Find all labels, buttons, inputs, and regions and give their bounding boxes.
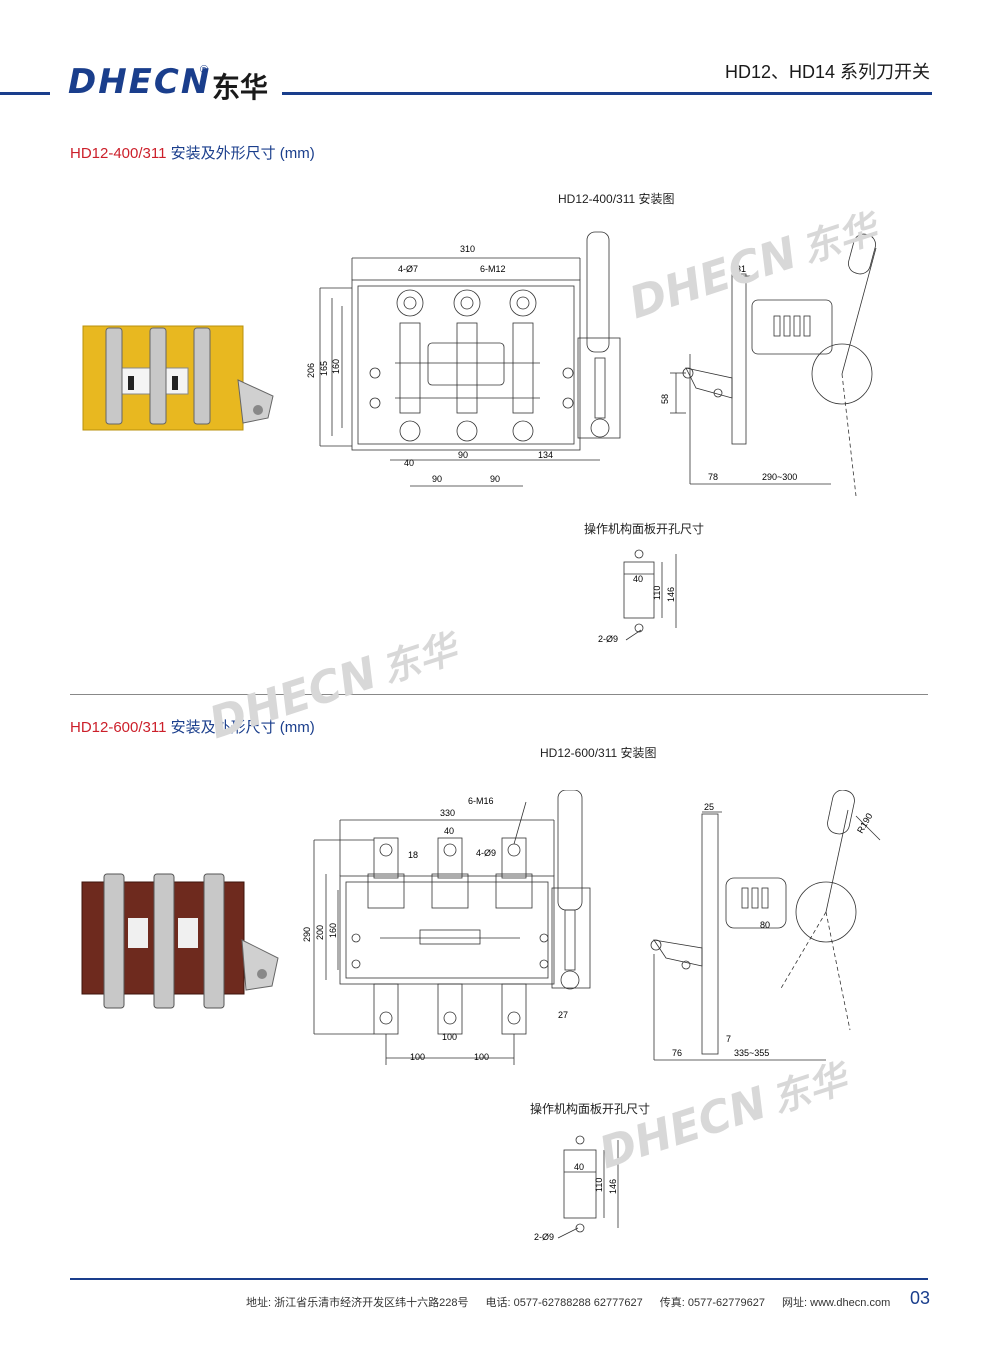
dim-100a: 100 — [410, 1052, 425, 1062]
dim-bolt-m16: 6-M16 — [468, 796, 494, 806]
product-photo-600 — [81, 873, 279, 1009]
dim-c90b: 90 — [490, 474, 500, 484]
dim-c90a: 90 — [432, 474, 442, 484]
panel-dim-40: 40 — [633, 574, 643, 584]
section2-title-rest: 安装及外形尺寸 (mm) — [166, 719, 315, 736]
section2-model: HD12-600/311 — [70, 719, 167, 736]
product-photo-400 — [82, 325, 274, 431]
brand-logo: DHECN — [68, 62, 212, 102]
dim-100b: 100 — [474, 1052, 489, 1062]
dim-w40: 40 — [444, 826, 454, 836]
footer-address: 地址: 浙江省乐清市经济开发区纬十六路228号 — [246, 1297, 469, 1309]
footer-contact: 地址: 浙江省乐清市经济开发区纬十六路228号 电话: 0577-6278828… — [246, 1294, 904, 1310]
section-divider — [70, 694, 928, 695]
panel-dim-110: 110 — [652, 586, 662, 600]
dim-290: 290 — [302, 927, 312, 942]
dim-hole-4x7: 4-Ø7 — [398, 264, 418, 274]
dim-58: 58 — [660, 394, 670, 404]
dim-hole-4x9: 4-Ø9 — [476, 848, 496, 858]
dim-290-300: 290~300 — [762, 472, 797, 482]
section1-model: HD12-400/311 — [70, 145, 167, 162]
dim-27: 27 — [558, 1010, 568, 1020]
panel2-dim-146: 146 — [608, 1179, 618, 1194]
dim-7: 7 — [726, 1034, 731, 1044]
dim-18: 18 — [408, 850, 418, 860]
dim-100-center: 100 — [442, 1032, 457, 1042]
section1-panel-caption: 操作机构面板开孔尺寸 — [584, 522, 705, 536]
dim-200: 200 — [315, 925, 325, 940]
dim-25: 25 — [704, 802, 714, 812]
watermark-2: DHECN 东华 — [203, 625, 467, 740]
dim-b134: 134 — [538, 450, 553, 460]
footer-web[interactable]: 网址: www.dhecn.com — [782, 1297, 891, 1309]
panel-dim-2x9: 2-Ø9 — [598, 634, 618, 644]
dim-160: 160 — [331, 359, 341, 374]
section2-title: HD12-600/311 安装及外形尺寸 (mm) — [70, 716, 315, 737]
panel-cutout-600: 40 110 146 2-Ø9 — [534, 1135, 619, 1242]
section2-drawing-caption: HD12-600/311 安装图 — [540, 746, 657, 760]
panel2-dim-2x9: 2-Ø9 — [534, 1232, 554, 1242]
footer-fax: 传真: 0577-62779627 — [659, 1297, 765, 1309]
series-title: HD12、HD14 系列刀开关 — [724, 62, 930, 82]
registered-mark: ® — [200, 64, 209, 76]
dim-80: 80 — [760, 920, 770, 930]
svg-text:DHECN: DHECN — [623, 227, 803, 320]
dim-165: 165 — [319, 361, 329, 376]
footer-rule — [70, 1278, 928, 1280]
drawing-600-side: 25 R190 80 7 76 335~355 — [650, 790, 881, 1061]
dim-b90: 90 — [458, 450, 468, 460]
panel-dim-146: 146 — [666, 587, 676, 602]
svg-text:DHECN: DHECN — [203, 647, 383, 740]
svg-text:东华: 东华 — [796, 205, 887, 272]
dim-310: 310 — [460, 244, 475, 254]
dim-78: 78 — [708, 472, 718, 482]
dim-206: 206 — [306, 363, 316, 378]
watermark-3: DHECN 东华 — [593, 1055, 857, 1170]
header-rule-right — [282, 92, 932, 95]
svg-text:DHECN: DHECN — [593, 1077, 773, 1170]
panel-cutout-400: 40 110 146 2-Ø9 — [598, 549, 677, 644]
panel2-dim-40: 40 — [574, 1162, 584, 1172]
brand-logo-cn: 东华 — [212, 71, 269, 104]
dim-h160: 160 — [328, 923, 338, 938]
section2-panel-caption: 操作机构面板开孔尺寸 — [530, 1102, 651, 1116]
dim-76: 76 — [672, 1048, 682, 1058]
header-rule-left — [0, 92, 50, 95]
dim-335-355: 335~355 — [734, 1048, 769, 1058]
drawing-400-side: 31 58 78 290~300 — [660, 233, 877, 497]
drawing-600-front: 6-M16 330 40 18 4-Ø9 290 200 160 27 100 … — [302, 790, 591, 1065]
svg-text:东华: 东华 — [766, 1055, 857, 1122]
watermark-1: DHECN 东华 — [623, 205, 887, 320]
svg-text:东华: 东华 — [376, 625, 467, 692]
section1-drawing-caption: HD12-400/311 安装图 — [558, 192, 675, 206]
dim-bolt-m12: 6-M12 — [480, 264, 506, 274]
footer-phone: 电话: 0577-62788288 62777627 — [485, 1297, 643, 1309]
section1-title: HD12-400/311 安装及外形尺寸 (mm) — [70, 142, 315, 163]
panel2-dim-110: 110 — [594, 1178, 604, 1192]
drawing-400-front: 310 4-Ø7 6-M12 206 165 160 40 90 134 90 … — [306, 231, 621, 487]
dim-b40: 40 — [404, 458, 414, 468]
dim-31: 31 — [736, 264, 746, 274]
section1-title-rest: 安装及外形尺寸 (mm) — [166, 145, 315, 162]
dim-330: 330 — [440, 808, 455, 818]
page-number: 03 — [909, 1288, 930, 1308]
